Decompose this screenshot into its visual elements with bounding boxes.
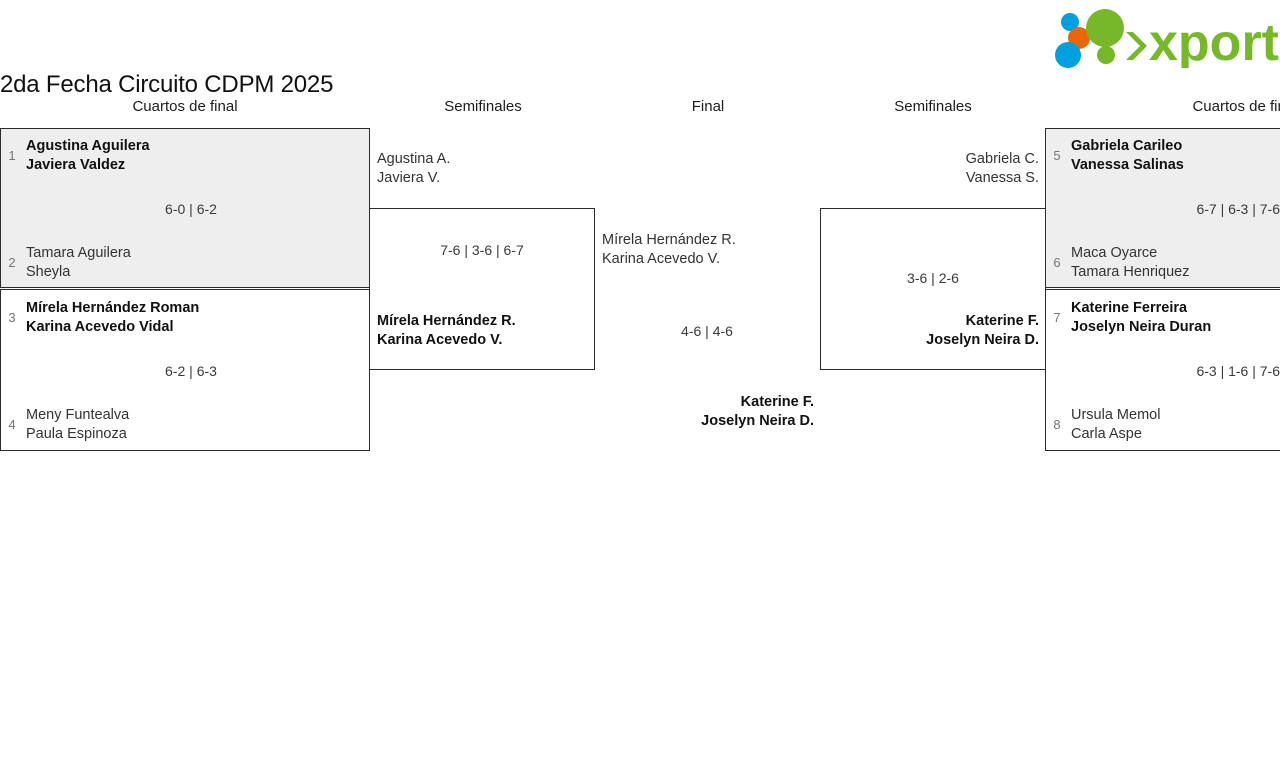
logo-wordmark: xporty (1149, 14, 1280, 68)
score-qf-right-2: 6-3 | 1-6 | 7-6 (1196, 363, 1280, 379)
seed-number: 5 (1053, 148, 1061, 163)
seed-number: 3 (8, 310, 16, 325)
team-final-top: Mírela Hernández R. Karina Acevedo V. (602, 232, 736, 267)
round-header-final: Final (691, 98, 725, 115)
team-qf-left-2-bottom: Meny Funtealva Paula Espinoza (26, 407, 130, 442)
round-header-sf-left: Semifinales (444, 98, 522, 115)
logo-dot-blue-small (1061, 13, 1079, 31)
score-qf-right-1: 6-7 | 6-3 | 7-6 (1196, 201, 1280, 217)
round-header-qf-right: Cuartos de final (1192, 98, 1280, 115)
match-qf-left-1[interactable] (0, 128, 370, 288)
round-header-qf-left: Cuartos de final (132, 98, 238, 115)
score-final: 4-6 | 4-6 (681, 323, 733, 339)
team-sf-right-bottom: Katerine F. Joselyn Neira D. (926, 313, 1039, 348)
team-qf-left-1-bottom: Tamara Aguilera Sheyla (26, 245, 131, 280)
team-qf-right-1-top: Gabriela Carileo Vanessa Salinas (1071, 138, 1184, 173)
logo-dot-green-large (1086, 9, 1124, 47)
match-qf-right-2[interactable] (1045, 289, 1280, 451)
logo-dot-blue-large (1055, 42, 1081, 68)
score-qf-left-1: 6-0 | 6-2 (165, 201, 217, 217)
score-sf-left: 7-6 | 3-6 | 6-7 (440, 242, 524, 258)
score-sf-right: 3-6 | 2-6 (907, 270, 959, 286)
team-sf-left-bottom: Mírela Hernández R. Karina Acevedo V. (377, 313, 516, 348)
match-sf-right[interactable] (820, 208, 1046, 370)
team-qf-left-1-top: Agustina Aguilera Javiera Valdez (26, 138, 150, 173)
seed-number: 7 (1053, 310, 1061, 325)
team-sf-left-top: Agustina A. Javiera V. (377, 151, 451, 186)
logo-chevron (1126, 32, 1147, 60)
seed-number: 2 (8, 255, 16, 270)
team-final-bottom: Katerine F. Joselyn Neira D. (701, 394, 814, 429)
seed-number: 6 (1053, 255, 1061, 270)
score-qf-left-2: 6-2 | 6-3 (165, 363, 217, 379)
seed-number: 4 (8, 417, 16, 432)
logo-dot-green-small (1097, 46, 1115, 64)
xporty-logo[interactable]: xporty (1048, 6, 1280, 68)
match-qf-left-2[interactable] (0, 289, 370, 451)
seed-number: 1 (8, 148, 16, 163)
team-sf-right-top: Gabriela C. Vanessa S. (965, 151, 1039, 186)
match-qf-right-1[interactable] (1045, 128, 1280, 288)
team-qf-right-2-top: Katerine Ferreira Joselyn Neira Duran (1071, 300, 1212, 335)
team-qf-right-2-bottom: Ursula Memol Carla Aspe (1071, 407, 1161, 442)
team-qf-right-1-bottom: Maca Oyarce Tamara Henriquez (1071, 245, 1190, 280)
team-qf-left-2-top: Mírela Hernández Roman Karina Acevedo Vi… (26, 300, 200, 335)
seed-number: 8 (1053, 417, 1061, 432)
round-header-sf-right: Semifinales (894, 98, 972, 115)
match-sf-left[interactable] (369, 208, 595, 370)
page-title-line-1: 2da Fecha Circuito CDPM 2025 (0, 71, 334, 98)
